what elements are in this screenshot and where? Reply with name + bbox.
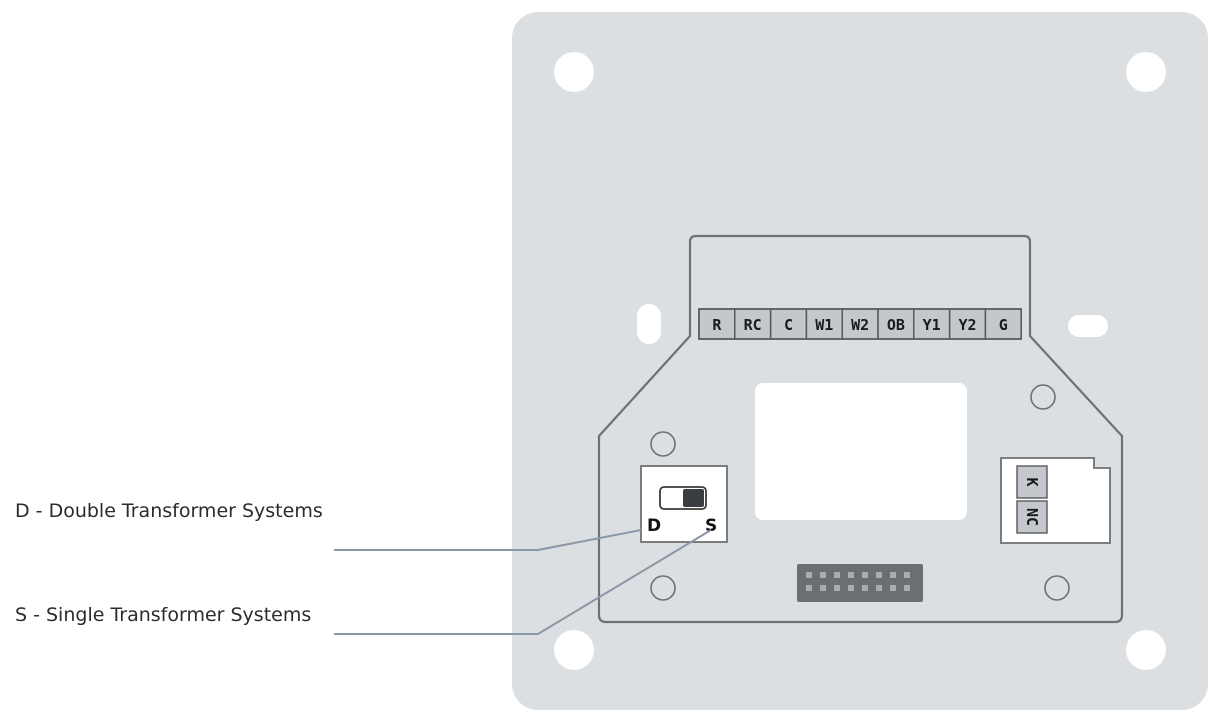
- terminal-g[interactable]: [984, 308, 1022, 340]
- callout-single-transformer: S - Single Transformer Systems: [15, 604, 312, 626]
- mounting-slot-horizontal: [1068, 315, 1108, 337]
- pin-header-connector: [797, 564, 923, 602]
- circuit-board-outline: [597, 234, 1124, 624]
- connector-pin: [904, 585, 910, 591]
- pin-grid: [806, 572, 910, 591]
- side-terminal-block: K NC: [1016, 465, 1048, 534]
- terminal-label-y1: Y1: [923, 316, 941, 334]
- connector-pin: [862, 572, 868, 578]
- terminal-label-y2: Y2: [958, 316, 976, 334]
- callout-double-transformer: D - Double Transformer Systems: [15, 500, 323, 522]
- board-screw-bottom-right: [1044, 575, 1070, 601]
- terminal-label-rc: RC: [744, 316, 762, 334]
- connector-pin: [834, 585, 840, 591]
- leader-line-single: [334, 529, 712, 635]
- connector-pin: [820, 585, 826, 591]
- terminal-block: R RC C W1 W2 OB Y1 Y2 G: [698, 308, 1023, 340]
- connector-pin: [820, 572, 826, 578]
- connector-pin: [876, 585, 882, 591]
- terminal-label-w1: W1: [815, 316, 833, 334]
- side-terminal-nc[interactable]: [1016, 500, 1048, 534]
- mounting-slot-vertical: [637, 304, 661, 344]
- connector-pin: [848, 585, 854, 591]
- terminal-label-g: G: [999, 316, 1008, 334]
- wall-plate: [512, 12, 1208, 710]
- mounting-hole-bottom-right: [1126, 630, 1166, 670]
- connector-pin: [806, 585, 812, 591]
- side-terminal-k[interactable]: [1016, 465, 1048, 499]
- connector-pin: [904, 572, 910, 578]
- side-terminal-label-nc: NC: [1023, 508, 1041, 526]
- connector-pin: [834, 572, 840, 578]
- terminal-label-r: R: [712, 316, 722, 334]
- terminal-label-c: C: [784, 316, 793, 334]
- terminal-label-w2: W2: [851, 316, 869, 334]
- leader-line-double: [334, 529, 642, 551]
- side-terminal-label-k: K: [1023, 477, 1041, 486]
- board-screw-top-left: [650, 431, 676, 457]
- switch-knob[interactable]: [683, 489, 704, 507]
- connector-pin: [862, 585, 868, 591]
- switch-label-d: D: [647, 516, 661, 536]
- terminal-label-ob: OB: [887, 316, 905, 334]
- board-screw-top-right: [1030, 384, 1056, 410]
- connector-pin: [890, 585, 896, 591]
- connector-pin: [890, 572, 896, 578]
- center-cutout: [755, 383, 967, 520]
- board-screw-bottom-left: [650, 575, 676, 601]
- connector-pin: [806, 572, 812, 578]
- mounting-hole-bottom-left: [554, 630, 594, 670]
- connector-pin: [848, 572, 854, 578]
- mounting-hole-top-right: [1126, 52, 1166, 92]
- connector-pin: [876, 572, 882, 578]
- mounting-hole-top-left: [554, 52, 594, 92]
